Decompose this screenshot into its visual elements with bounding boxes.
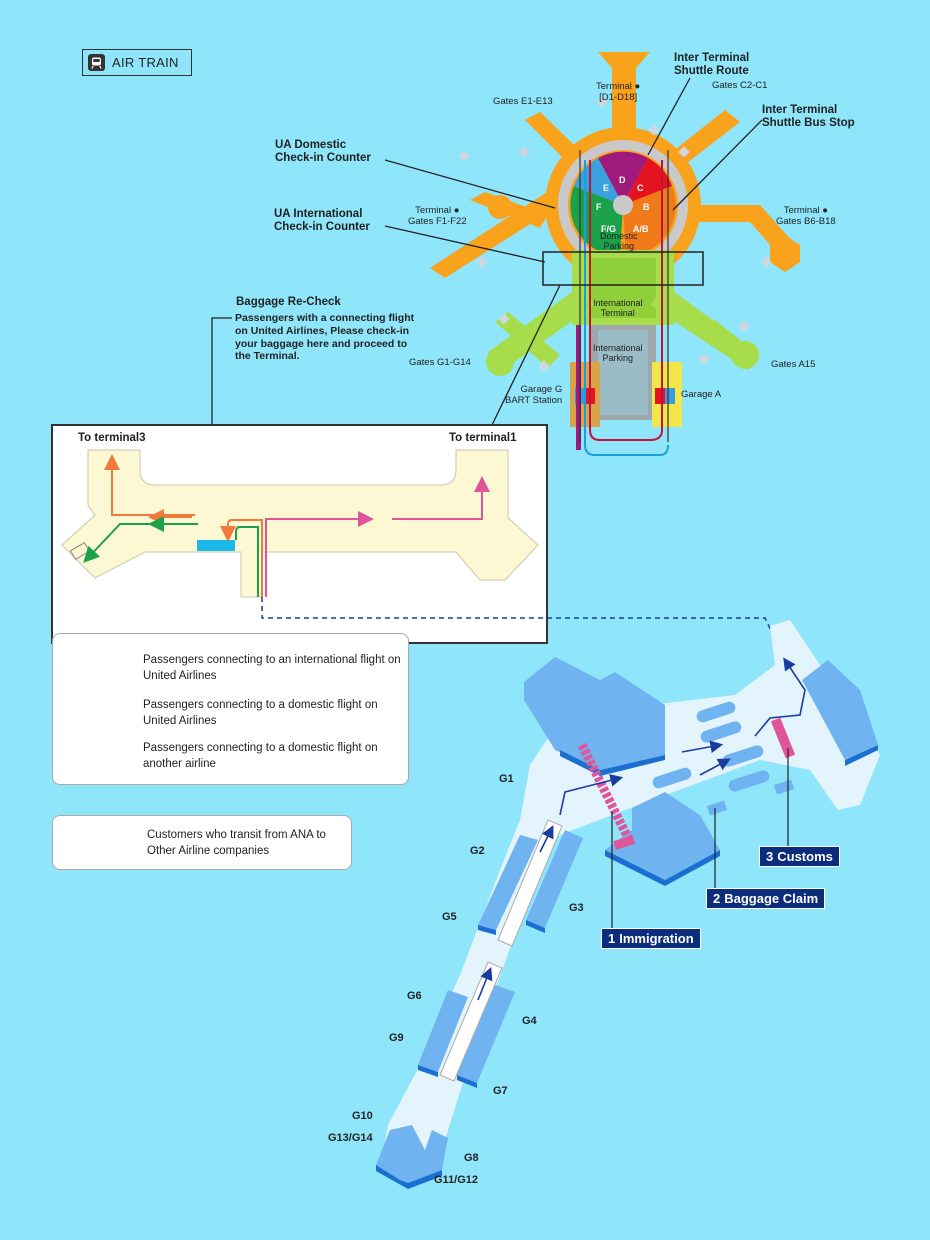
legend-text-intl-ua: Passengers connecting to an internationa… — [143, 654, 401, 683]
terminal-f-label: Terminal ● Gates F1-F22 — [408, 205, 467, 227]
route-legend: Passengers connecting to an internationa… — [52, 633, 409, 785]
legend-item-domestic-ua: Passengers connecting to a domestic flig… — [143, 697, 403, 729]
terminal-d-label: Terminal ● [D1-D18] — [596, 81, 641, 103]
shuttle-stop-callout: Inter Terminal Shuttle Bus Stop — [762, 104, 855, 130]
gates-g-label: Gates G1-G14 — [409, 357, 471, 368]
gate-label: G6 — [407, 990, 422, 1002]
air-train-label: AIR TRAIN — [112, 55, 179, 70]
ua-domestic-text: UA Domestic Check-in Counter — [275, 139, 371, 165]
step-customs-num: 3 — [766, 849, 774, 864]
step-immigration-num: 1 — [608, 931, 616, 946]
terminal-b-label: Terminal ● Gates B6-B18 — [776, 205, 836, 227]
gate-label: G7 — [493, 1085, 508, 1097]
wedge-label: E — [603, 183, 610, 193]
legend-text-ana-transit: Customers who transit from ANA to Other … — [147, 829, 326, 858]
gate-label: G10 — [352, 1110, 373, 1122]
to-terminal3-label: To terminal3 — [78, 432, 146, 444]
gate-label: G9 — [389, 1032, 404, 1044]
wedge-label: F — [596, 202, 602, 212]
legend-text-domestic-other: Passengers connecting to a domestic flig… — [143, 742, 378, 771]
legend-item-domestic-other: Passengers connecting to a domestic flig… — [143, 740, 403, 772]
shuttle-stop-text: Inter Terminal Shuttle Bus Stop — [762, 104, 855, 130]
ua-international-callout: UA International Check-in Counter — [274, 208, 370, 234]
gate-label: G11/G12 — [434, 1174, 479, 1186]
to-terminal1-label: To terminal1 — [449, 432, 517, 444]
gate-label: G1 — [499, 773, 514, 785]
gates-e-label: Gates E1-E13 — [493, 96, 553, 107]
gate-label: G4 — [522, 1015, 537, 1027]
intl-parking-label: International Parking — [593, 343, 643, 364]
legend-item-intl-ua: Passengers connecting to an internationa… — [143, 652, 403, 684]
wedge-label: A/B — [633, 224, 649, 234]
step-baggage-label: Baggage Claim — [724, 891, 819, 906]
ana-transit-legend: Customers who transit from ANA to Other … — [52, 815, 352, 870]
step-immigration-label: Immigration — [619, 931, 694, 946]
air-train-badge: AIR TRAIN — [82, 49, 192, 76]
baggage-recheck-body: Passengers with a connecting flight on U… — [235, 312, 415, 363]
wedge-label: C — [637, 183, 644, 193]
gate-label: G3 — [569, 902, 584, 914]
shuttle-route-callout: Inter Terminal Shuttle Route — [674, 52, 749, 78]
gate-label: G8 — [464, 1152, 479, 1164]
domestic-parking-label: Domestic Parking — [600, 231, 638, 252]
shuttle-route-text: Inter Terminal Shuttle Route — [674, 52, 750, 78]
sfo-terminal-complex — [430, 52, 800, 456]
legend-item-ana-transit: Customers who transit from ANA to Other … — [147, 827, 347, 859]
step-customs-label: Customs — [777, 849, 833, 864]
concourse — [376, 620, 880, 1189]
gate-label: G13/G14 — [328, 1132, 373, 1144]
wedge-label: F/G — [601, 224, 616, 234]
ua-domestic-callout: UA Domestic Check-in Counter — [275, 139, 371, 165]
step-baggage-num: 2 — [713, 891, 721, 906]
garage-a-label: Garage A — [681, 389, 722, 400]
train-icon — [88, 54, 105, 71]
wedge-label: D — [619, 175, 626, 185]
ua-international-text: UA International Check-in Counter — [274, 208, 370, 234]
gate-label: G5 — [442, 911, 457, 923]
gates-c-label: Gates C2-C1 — [712, 80, 768, 91]
gate-label: G2 — [470, 845, 485, 857]
legend-text-domestic-ua: Passengers connecting to a domestic flig… — [143, 699, 378, 728]
baggage-recheck-title: Baggage Re-Check — [236, 296, 341, 308]
gates-a-label: Gates A15 — [771, 359, 816, 370]
wedge-label: B — [643, 202, 650, 212]
garage-g-label: Garage G BART Station — [505, 384, 563, 406]
detail-diagram — [51, 424, 801, 691]
intl-terminal-label: International Terminal — [593, 298, 643, 319]
